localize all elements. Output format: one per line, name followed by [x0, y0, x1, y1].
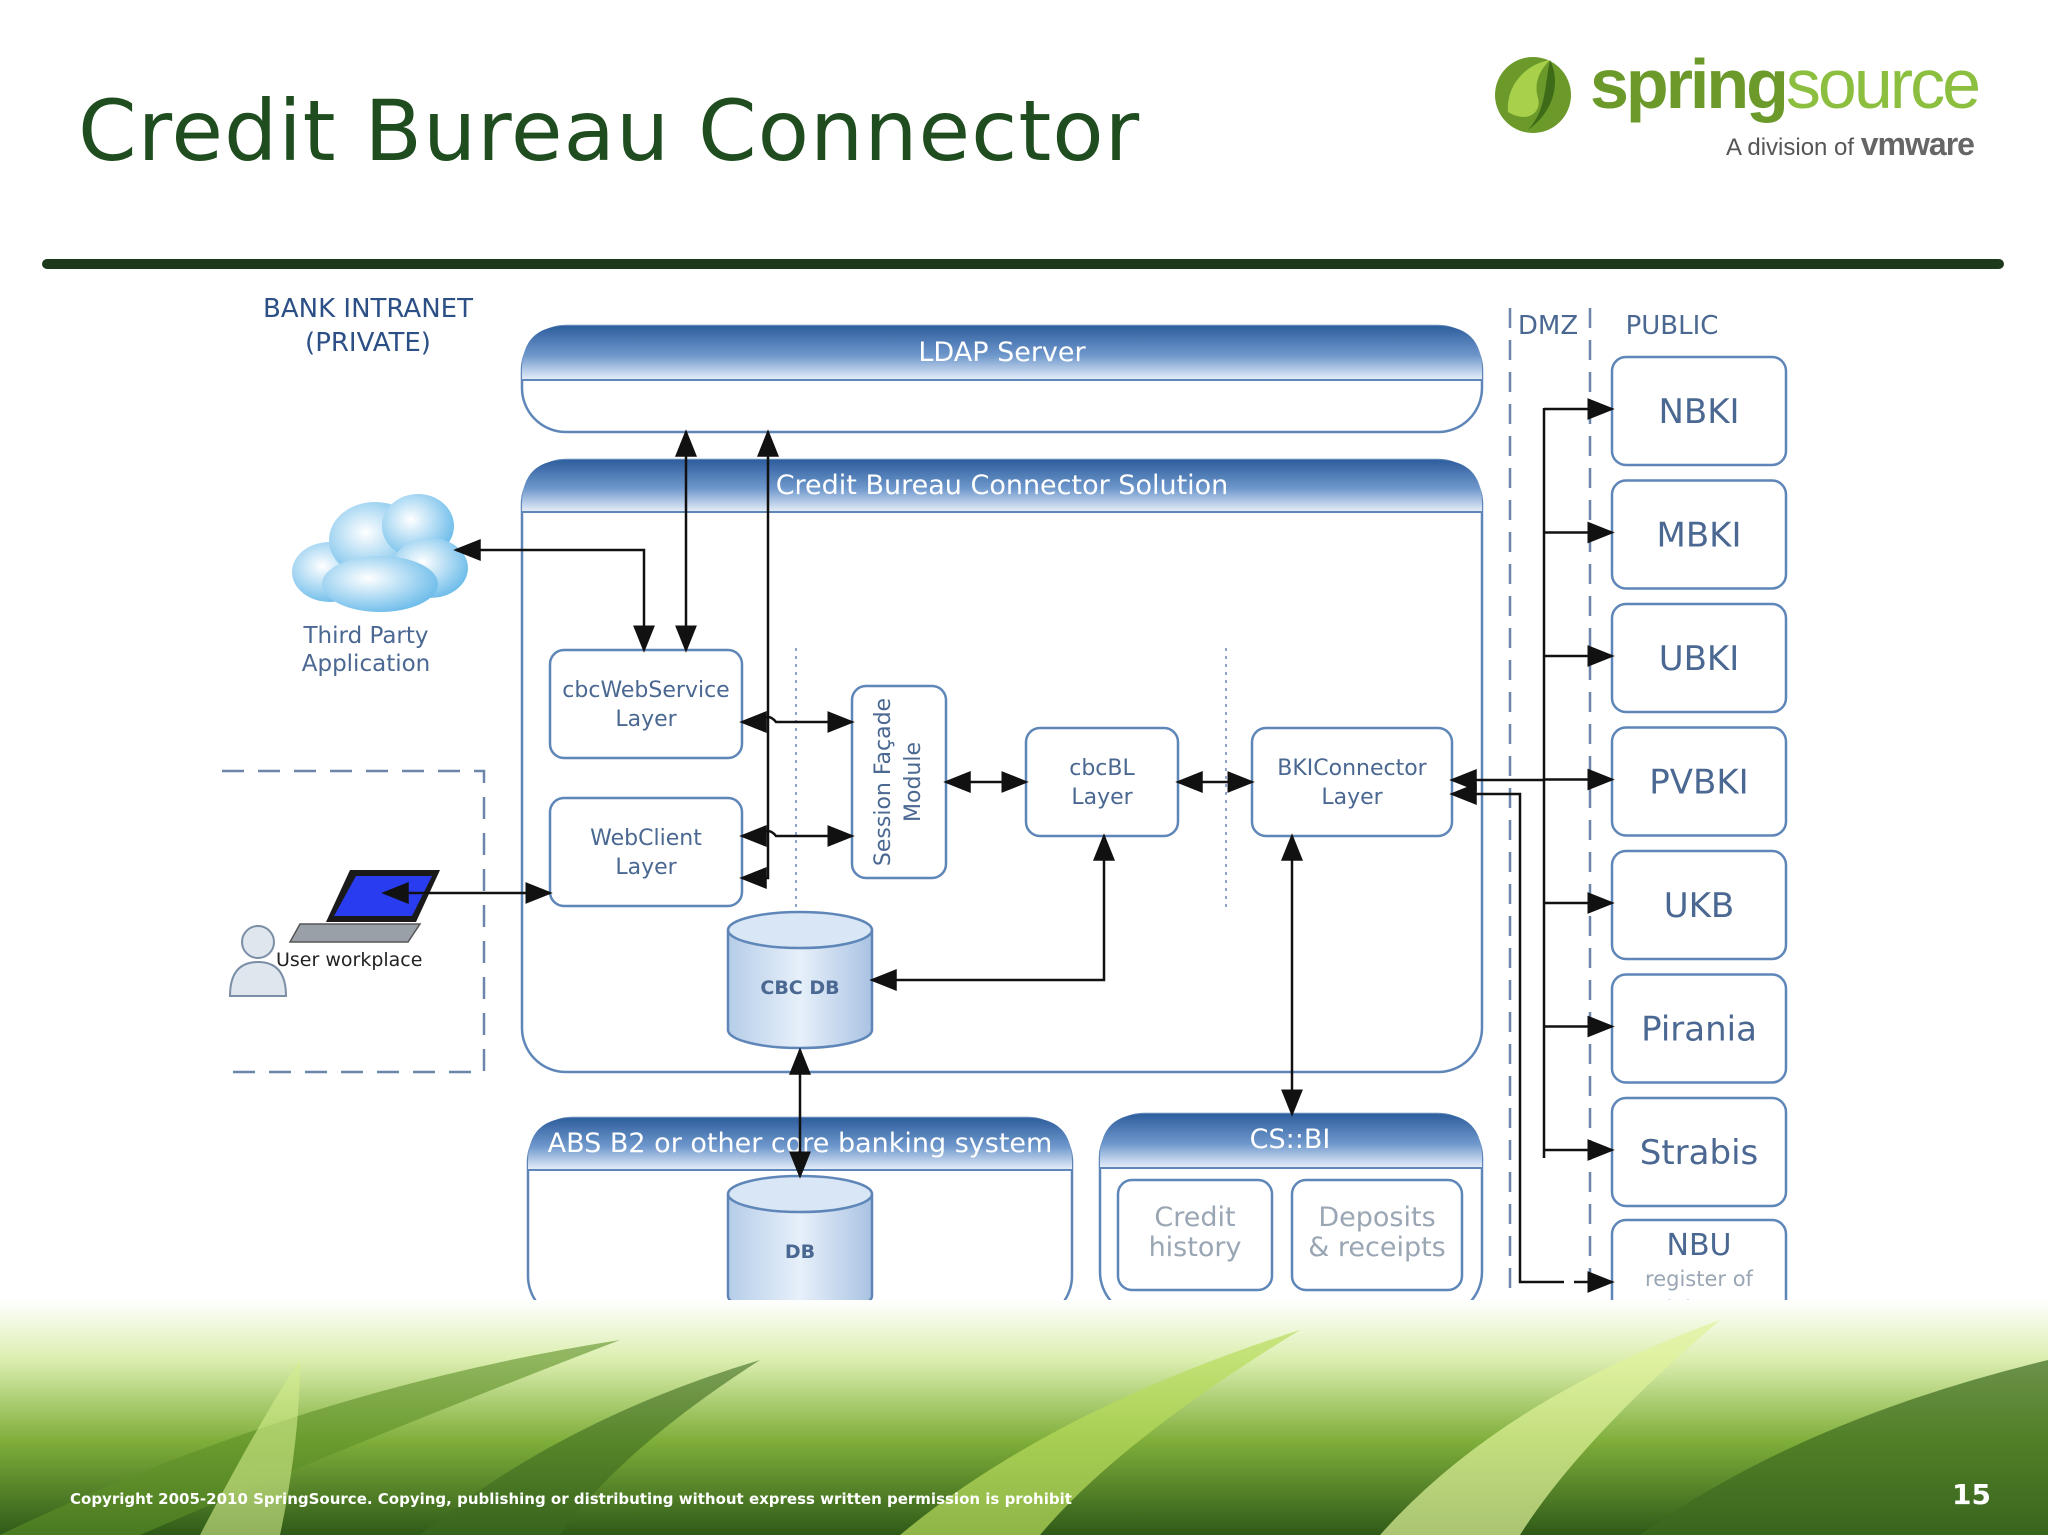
- credit-history-box: Credit history: [1116, 1178, 1274, 1292]
- core-db-label: DB: [785, 1241, 815, 1263]
- core-banking-system-box: ABS B2 or other core banking system: [526, 1116, 1074, 1322]
- cbcbl-layer-box: cbcBL Layer: [1024, 726, 1180, 838]
- nbu-register-label: register of: [1645, 1267, 1754, 1291]
- credit-history-label-2: history: [1149, 1232, 1242, 1263]
- logo-wordmark: springsource: [1590, 45, 1981, 123]
- third-party-label-2: Application: [302, 651, 431, 677]
- web-client-layer-label-2: Layer: [615, 855, 677, 880]
- title-rule: [42, 259, 2004, 269]
- bureau-box: PVBKI: [1610, 726, 1788, 837]
- deposits-receipts-label-2: & receipts: [1308, 1232, 1446, 1263]
- springsource-leaf-icon: [1495, 57, 1571, 133]
- user-workplace-label: User workplace: [276, 949, 422, 971]
- zone-dmz-label: DMZ: [1518, 311, 1578, 341]
- bureau-label: UKB: [1664, 886, 1735, 926]
- bureau-label: Pirania: [1641, 1010, 1757, 1050]
- logo-tagline: A division of vmware: [1726, 126, 1975, 162]
- thirdparty-webservice-connector: [453, 539, 655, 653]
- bki-nbu-connector: [1449, 783, 1546, 1284]
- web-service-layer-label-2: Layer: [615, 707, 677, 732]
- laptop-icon: [288, 870, 440, 943]
- bureau-label: MBKI: [1657, 516, 1742, 556]
- zone-public-label: PUBLIC: [1626, 311, 1719, 341]
- bki-connector-layer-box: BKIConnector Layer: [1250, 726, 1454, 838]
- bureau-box: MBKI: [1610, 479, 1788, 590]
- credit-history-label: Credit: [1154, 1202, 1235, 1233]
- user-workplace-zone: [222, 769, 486, 1074]
- ldap-webclient-connector: [739, 429, 779, 889]
- nbu-label: NBU: [1667, 1228, 1732, 1263]
- bureau-box: Strabis: [1610, 1096, 1788, 1208]
- core-db-cylinder: DB: [726, 1174, 874, 1316]
- session-facade-label-2: Module: [901, 742, 926, 822]
- session-facade-module-box: Session Façade Module: [850, 684, 948, 880]
- cbc-db-cylinder: CBC DB: [726, 910, 874, 1050]
- csbi-label: CS::BI: [1250, 1124, 1331, 1155]
- web-service-layer-box: cbcWebService Layer: [548, 648, 744, 760]
- bureau-label: Strabis: [1640, 1133, 1758, 1173]
- cbc-db-label: CBC DB: [760, 977, 839, 999]
- cbcbl-layer-label-2: Layer: [1071, 785, 1133, 810]
- bureau-box: UBKI: [1610, 602, 1788, 714]
- third-party-label: Third Party: [303, 623, 429, 649]
- cbcbl-cbcdb-connector: [869, 833, 1115, 991]
- zone-bank-intranet-label: BANK INTRANET: [263, 294, 473, 324]
- bureau-box: NBKI: [1610, 355, 1788, 467]
- bureau-label: UBKI: [1659, 639, 1740, 679]
- deposits-receipts-label: Deposits: [1318, 1202, 1435, 1233]
- bki-connector-layer-label-2: Layer: [1321, 785, 1383, 810]
- web-client-layer-box: WebClient Layer: [548, 796, 744, 908]
- bki-connector-layer-label: BKIConnector: [1277, 756, 1427, 781]
- user-avatar-icon: [228, 925, 288, 997]
- session-facade-label: Session Façade: [871, 698, 896, 866]
- cbcbl-layer-label: cbcBL: [1069, 756, 1135, 781]
- bureau-label: PVBKI: [1649, 763, 1748, 803]
- webservice-facade-connector: [739, 711, 855, 733]
- cloud-icon: [292, 494, 468, 612]
- springsource-logo: springsource A division of vmware: [1488, 45, 2008, 170]
- bureau-box: UKB: [1610, 849, 1788, 961]
- slide-title: Credit Bureau Connector: [78, 82, 1141, 180]
- copyright-notice: Copyright 2005-2010 SpringSource. Copyin…: [70, 1490, 1072, 1508]
- zone-private-label: (PRIVATE): [305, 328, 431, 358]
- grass-footer-image: [0, 1300, 2048, 1535]
- solution-title: Credit Bureau Connector Solution: [776, 470, 1229, 501]
- ldap-server-label: LDAP Server: [918, 337, 1086, 368]
- architecture-diagram: BANK INTRANET (PRIVATE) DMZ PUBLIC LDAP …: [222, 294, 1788, 1336]
- page-number: 15: [1952, 1478, 1991, 1511]
- bureau-box: Pirania: [1610, 973, 1788, 1084]
- web-client-layer-label: WebClient: [590, 826, 702, 851]
- ldap-server-box: LDAP Server: [520, 324, 1484, 434]
- webclient-facade-connector: [739, 825, 855, 847]
- web-service-layer-label: cbcWebService: [562, 678, 729, 703]
- bureau-label: NBKI: [1658, 392, 1739, 432]
- bureau-arrows: [1544, 398, 1615, 1161]
- deposits-receipts-box: Deposits & receipts: [1290, 1178, 1464, 1292]
